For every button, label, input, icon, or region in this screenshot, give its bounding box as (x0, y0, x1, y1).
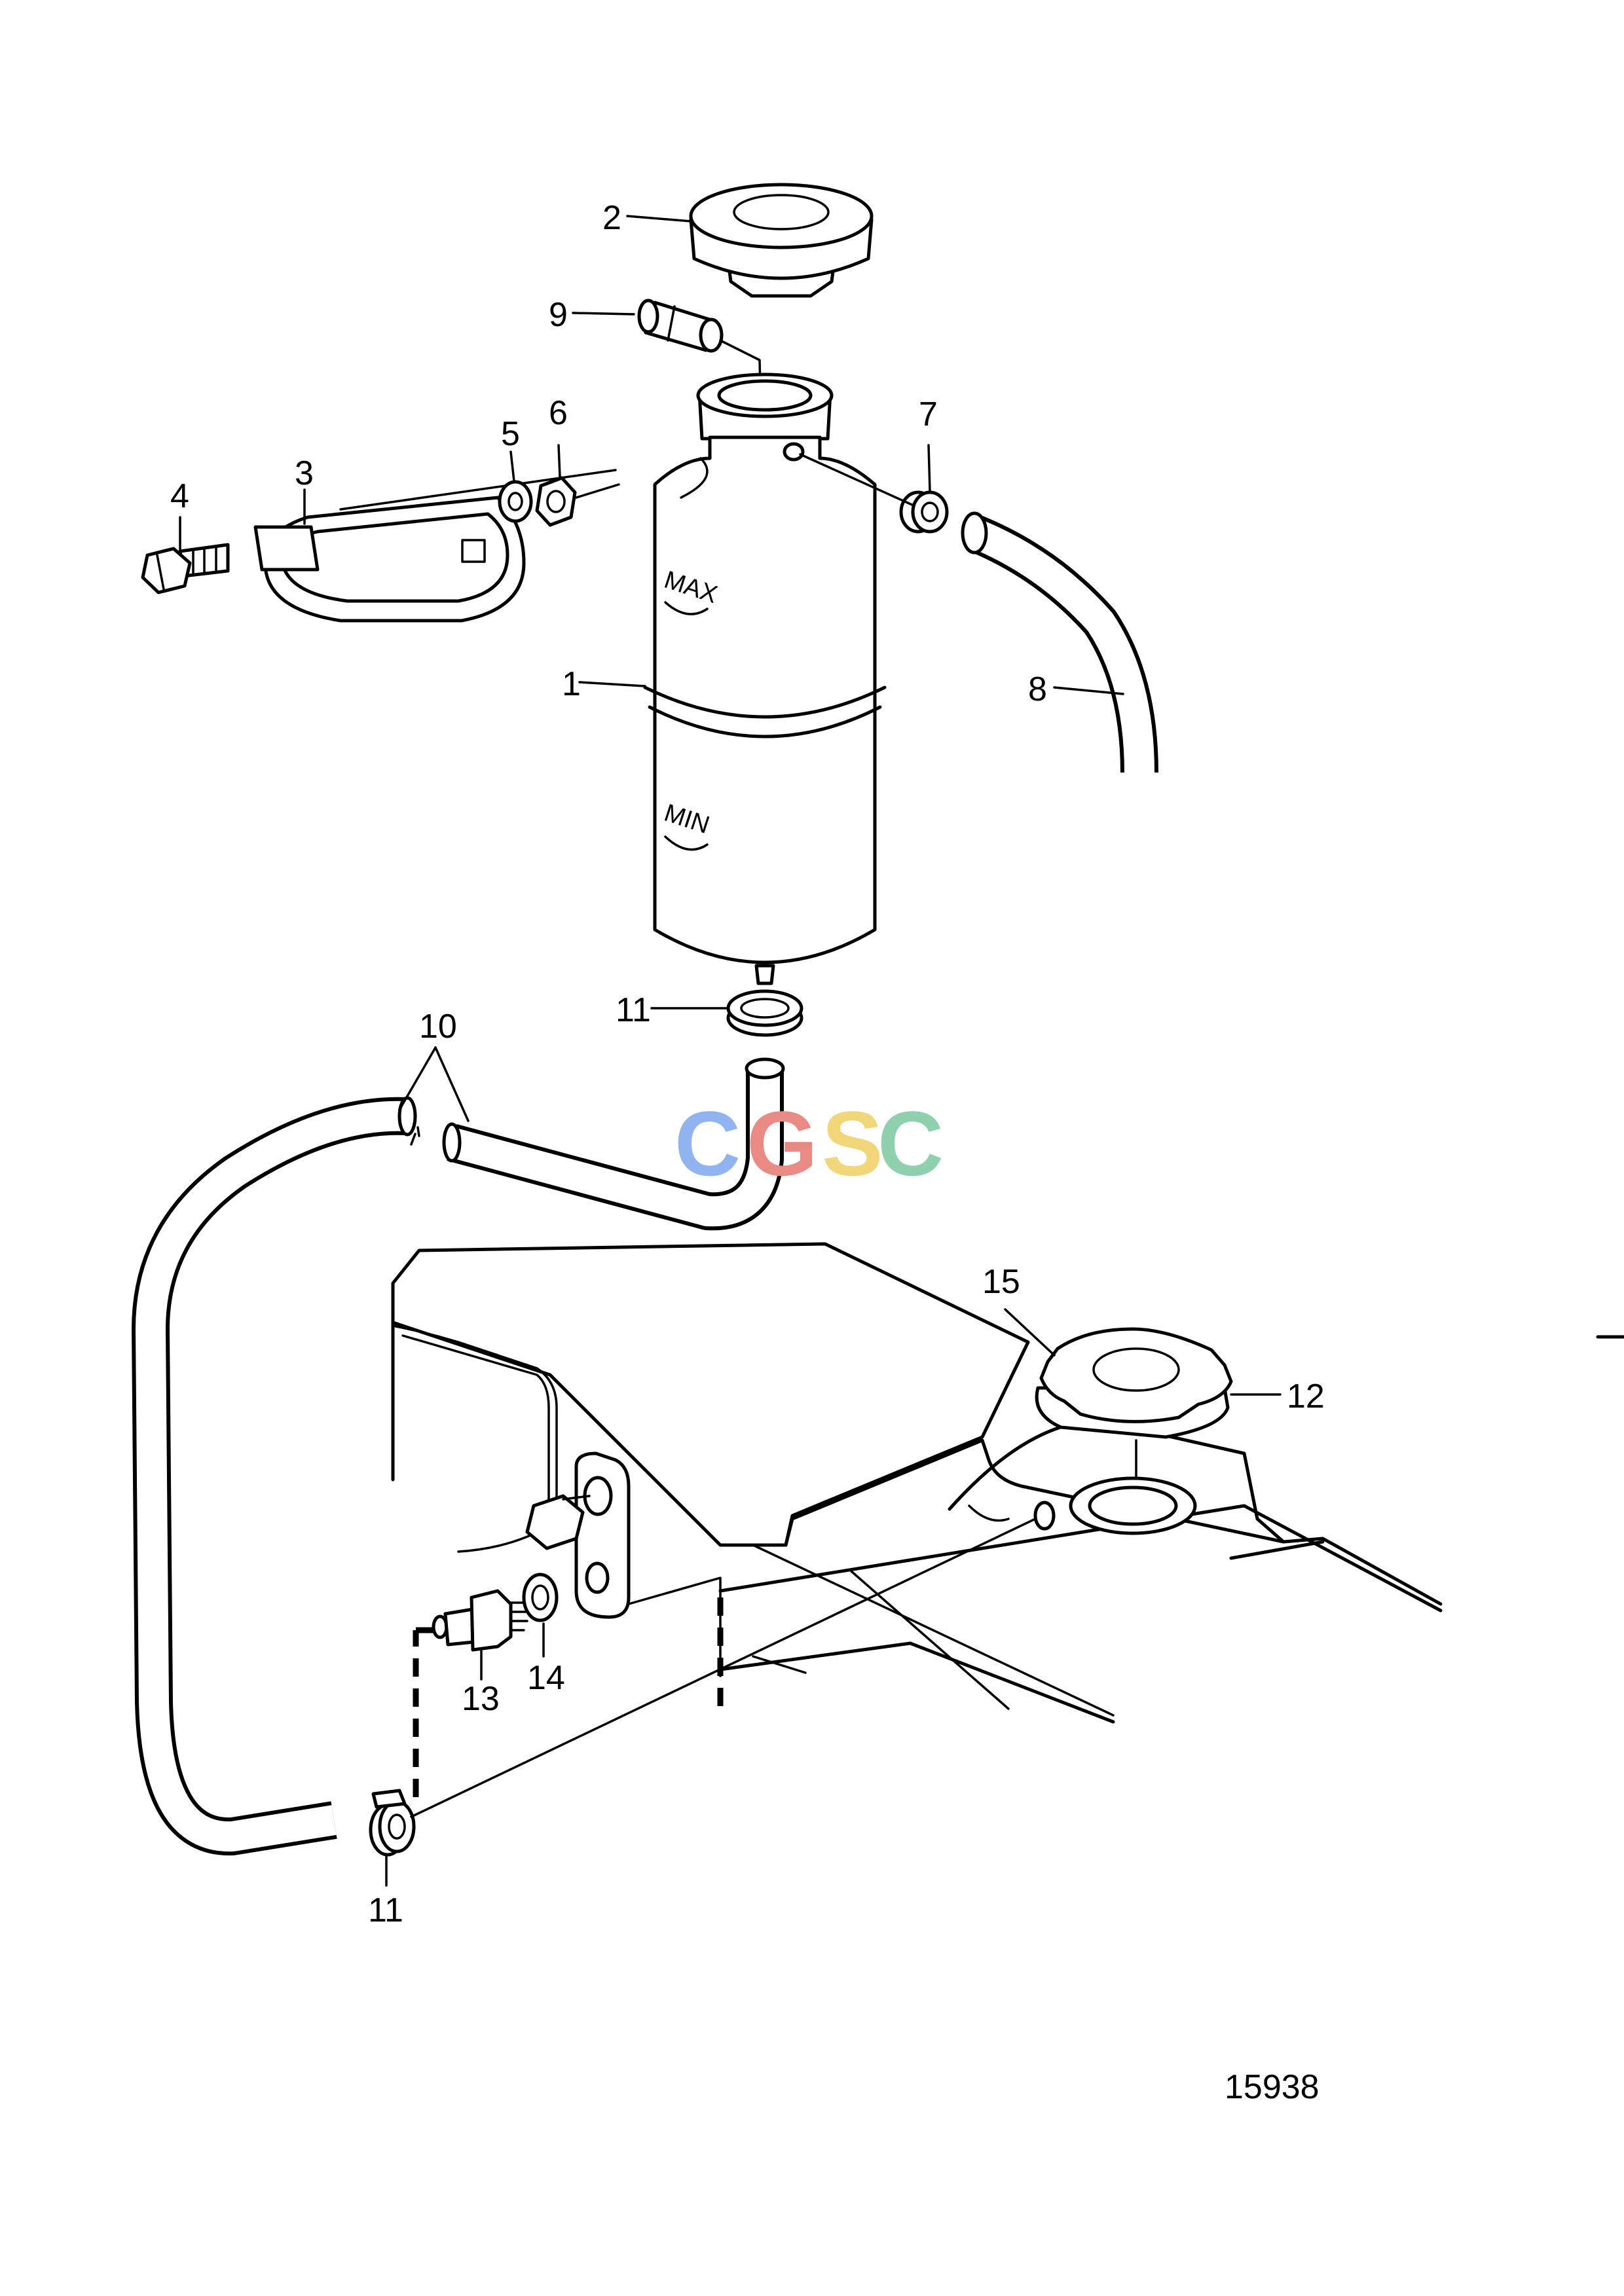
watermark-letter-c1: C (674, 1092, 741, 1195)
callout-9: 9 (549, 296, 568, 334)
vent-hose (961, 511, 1158, 773)
watermark-letter-s: S (822, 1092, 883, 1195)
watermark-letter-g: G (747, 1092, 818, 1195)
callout-11-upper: 11 (616, 991, 651, 1029)
hose-clamp-vent (799, 453, 949, 534)
callout-13: 13 (462, 1680, 500, 1718)
tank-fitting (525, 1451, 631, 1619)
callout-6: 6 (549, 394, 568, 432)
callout-1: 1 (562, 665, 581, 703)
callout-14: 14 (527, 1659, 565, 1697)
pressure-cap (1035, 1327, 1233, 1491)
nut (535, 476, 620, 527)
radiator-tank (391, 1242, 1443, 1724)
connection-nipple (432, 1589, 528, 1652)
callout-3: 3 (295, 454, 314, 492)
callout-10: 10 (419, 1008, 457, 1046)
watermark: C G S C (674, 1092, 944, 1195)
hose-nipple (637, 299, 762, 420)
bracket-bolt (141, 543, 230, 594)
sealing-washer (522, 1573, 559, 1622)
leader-lines (179, 215, 1624, 1887)
hose-clamp-upper (726, 989, 803, 1037)
expansion-reservoir: MAX MIN (643, 373, 887, 985)
filler-neck (1033, 1476, 1197, 1535)
washer (498, 480, 533, 523)
callout-12: 12 (1287, 1377, 1325, 1415)
filler-cap (689, 183, 874, 298)
callouts: 2 9 3 4 5 6 7 8 1 11 10 15 12 13 14 11 1… (170, 199, 1325, 2106)
callout-8: 8 (1028, 670, 1047, 708)
callout-4: 4 (170, 477, 189, 515)
hose-clamp-lower (369, 1511, 1050, 1857)
mounting-bracket (253, 469, 617, 623)
figure-number: 15938 (1225, 2068, 1320, 2106)
callout-15: 15 (982, 1263, 1020, 1301)
watermark-letter-c2: C (877, 1092, 944, 1195)
callout-11-lower: 11 (368, 1891, 403, 1929)
connecting-hose (132, 1057, 785, 1856)
callout-2: 2 (602, 199, 621, 237)
callout-5: 5 (501, 415, 520, 453)
callout-7: 7 (919, 395, 938, 433)
